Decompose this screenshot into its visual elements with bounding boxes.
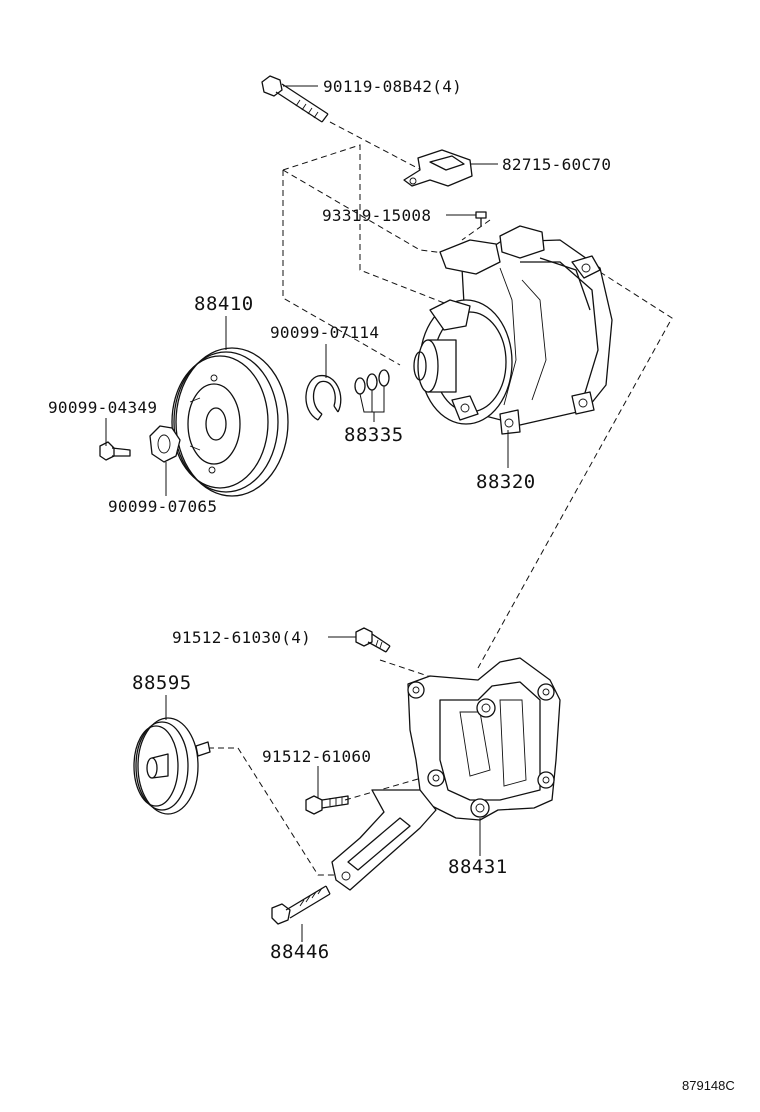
label-shims: 88335 (344, 424, 404, 446)
bolt-adjust[interactable] (271, 885, 331, 925)
bracket-main[interactable] (331, 657, 561, 891)
bolt-top[interactable] (261, 75, 329, 123)
assembly-dashed-lines (208, 121, 673, 876)
label-idler-pulley: 88595 (132, 672, 192, 694)
bolt-idler[interactable] (305, 795, 349, 815)
label-screw-small: 93319-15008 (322, 206, 431, 225)
bolt-clutch[interactable] (99, 441, 131, 461)
bolt-bracket[interactable] (355, 627, 391, 653)
label-pulley: 88410 (194, 293, 254, 315)
label-bolt-bracket: 91512-61030(4) (172, 628, 311, 647)
callout-labels: 90119-08B42(4) 82715-60C70 93319-15008 8… (48, 77, 735, 1093)
label-bracket-top: 82715-60C70 (502, 155, 611, 174)
label-bolt-top: 90119-08B42(4) (323, 77, 462, 96)
label-washer: 90099-07065 (108, 497, 217, 516)
drawing-code: 879148C (682, 1078, 735, 1093)
clutch-pulley[interactable] (171, 347, 289, 497)
label-snap-ring: 90099-07114 (270, 323, 379, 342)
label-bolt-idler: 91512-61060 (262, 747, 371, 766)
label-bolt-adjust: 88446 (270, 941, 330, 963)
washer-plate[interactable] (149, 425, 181, 463)
screw-small[interactable] (475, 211, 487, 226)
bracket-top[interactable] (403, 149, 473, 187)
label-bracket-main: 88431 (448, 856, 508, 878)
idler-pulley[interactable] (133, 717, 211, 815)
compressor[interactable] (413, 225, 613, 435)
leader-lines (105, 85, 509, 942)
snap-ring[interactable] (305, 375, 342, 421)
label-bolt-clutch: 90099-04349 (48, 398, 157, 417)
label-compressor: 88320 (476, 471, 536, 493)
